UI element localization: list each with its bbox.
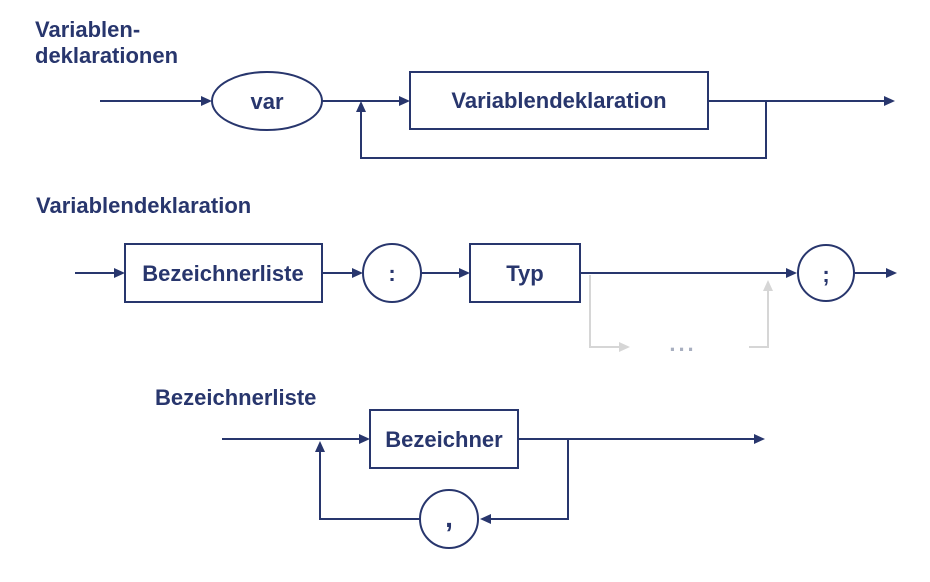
nonterminal-box-typ <box>469 243 581 303</box>
loop-line-left <box>319 452 420 520</box>
terminal-var-label: var <box>250 89 283 114</box>
arrowhead-up-icon <box>315 441 325 452</box>
diagram-variablendeklarationen: Variablen- deklarationen var Variablende… <box>35 17 895 159</box>
arrowhead-left-icon <box>480 514 491 524</box>
nonterminal-variablendeklaration-label: Variablendeklaration <box>451 88 666 113</box>
diagram3-title: Bezeichnerliste <box>155 385 316 410</box>
diagram1-title-line1: Variablen- <box>35 17 140 42</box>
diagram1-title-line2: deklarationen <box>35 43 178 68</box>
arrowhead-right-icon <box>754 434 765 444</box>
faded-loop-line-right <box>749 291 769 348</box>
arrowhead-right-icon <box>359 434 370 444</box>
loop-line <box>360 101 767 159</box>
arrowhead-right-icon <box>786 268 797 278</box>
nonterminal-bezeichner-label: Bezeichner <box>385 427 503 452</box>
diagram2-title: Variablendeklaration <box>36 193 251 218</box>
arrowhead-right-icon <box>884 96 895 106</box>
arrowhead-up-icon <box>356 101 366 112</box>
nonterminal-typ-label: Typ <box>506 261 543 286</box>
terminal-comma-label: , <box>445 502 453 533</box>
arrowhead-right-icon <box>886 268 897 278</box>
diagram-bezeichnerliste: Bezeichnerliste Bezeichner , <box>155 385 765 549</box>
loop-line-right <box>491 439 569 520</box>
terminal-colon-label: : <box>388 261 395 286</box>
nonterminal-box-variablendeklaration <box>409 71 709 130</box>
arrowhead-right-icon <box>399 96 410 106</box>
nonterminal-box-bezeichner <box>369 409 519 469</box>
arrowhead-right-icon <box>352 268 363 278</box>
arrowhead-right-icon <box>201 96 212 106</box>
terminal-semicolon-label: ; <box>822 262 829 287</box>
faded-loop-line-left <box>589 275 619 348</box>
arrowhead-right-icon <box>114 268 125 278</box>
faded-ellipsis-label: ... <box>669 331 696 356</box>
arrowhead-right-icon <box>459 268 470 278</box>
nonterminal-bezeichnerliste-label: Bezeichnerliste <box>142 261 303 286</box>
faded-arrowhead-right-icon <box>619 342 630 352</box>
diagram-variablendeklaration: Variablendeklaration Bezeichnerliste : T… <box>36 193 897 356</box>
nonterminal-box-bezeichnerliste <box>124 243 323 303</box>
faded-arrowhead-up-icon <box>763 280 773 291</box>
